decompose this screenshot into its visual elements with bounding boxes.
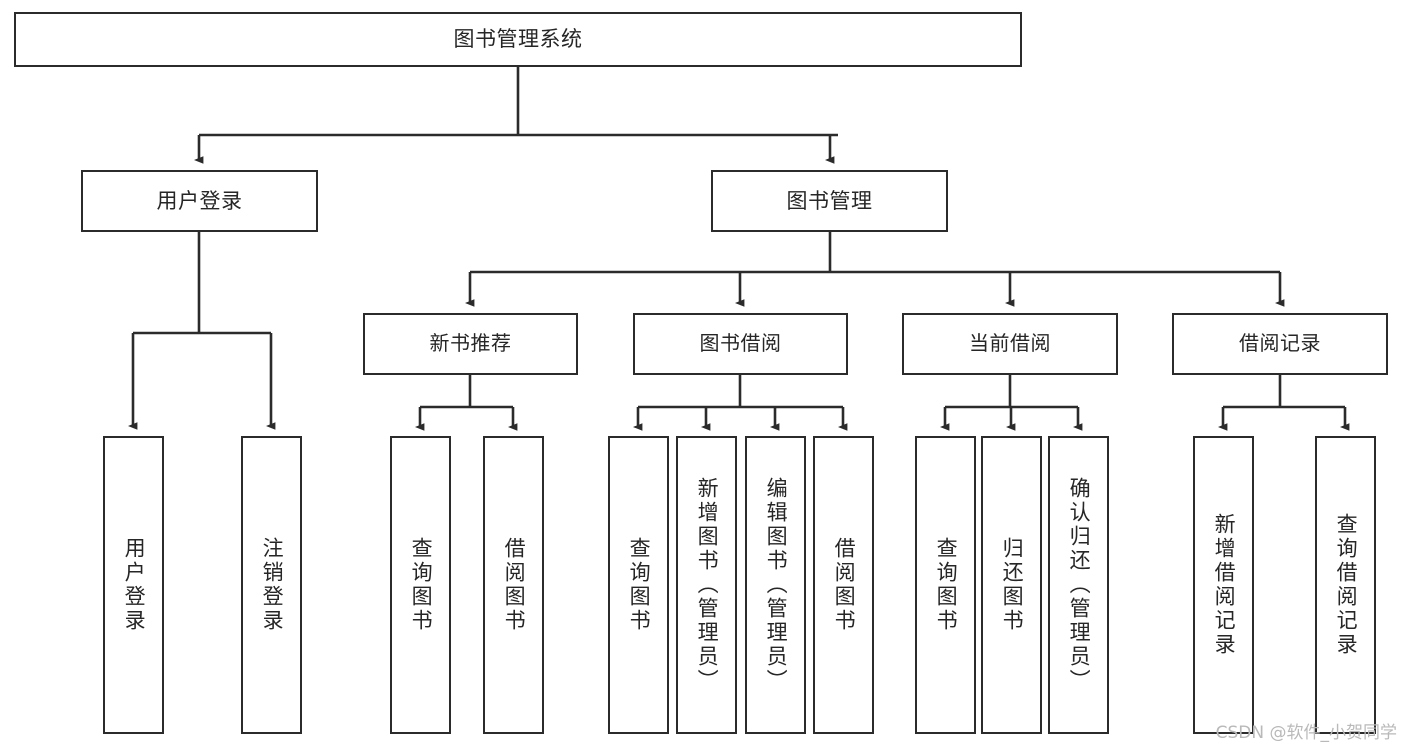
node-new-book-recommend-label: 新书推荐: [429, 331, 512, 356]
node-current-borrow[interactable]: 当前借阅: [902, 313, 1118, 375]
node-book-management-label: 图书管理: [786, 188, 873, 213]
node-leaf-borrow-book-1-label: 借阅图书: [502, 537, 527, 633]
node-leaf-query-book-1-label: 查询图书: [409, 537, 434, 633]
node-book-management[interactable]: 图书管理: [711, 170, 948, 232]
node-leaf-query-book-2[interactable]: 查询图书: [608, 436, 669, 734]
node-leaf-return-book-label: 归还图书: [1000, 537, 1025, 633]
node-leaf-confirm-return-admin[interactable]: 确认归还（管理员）: [1048, 436, 1109, 734]
node-leaf-borrow-book-1[interactable]: 借阅图书: [483, 436, 544, 734]
node-new-book-recommend[interactable]: 新书推荐: [363, 313, 578, 375]
node-leaf-query-book-2-label: 查询图书: [627, 537, 652, 633]
node-leaf-return-book[interactable]: 归还图书: [981, 436, 1042, 734]
node-leaf-add-book-admin-label: 新增图书（管理员）: [695, 477, 720, 693]
node-leaf-confirm-return-admin-label: 确认归还（管理员）: [1067, 477, 1092, 693]
node-root-system-label: 图书管理系统: [453, 27, 583, 52]
watermark-text: CSDN @软件_小贺同学: [1215, 723, 1397, 743]
node-leaf-query-book-3[interactable]: 查询图书: [915, 436, 976, 734]
node-root-system[interactable]: 图书管理系统: [14, 12, 1022, 67]
node-leaf-query-borrow-record[interactable]: 查询借阅记录: [1315, 436, 1376, 734]
node-leaf-logout-login-label: 注销登录: [260, 537, 285, 633]
node-leaf-add-book-admin[interactable]: 新增图书（管理员）: [676, 436, 737, 734]
node-leaf-edit-book-admin[interactable]: 编辑图书（管理员）: [745, 436, 806, 734]
node-leaf-query-book-3-label: 查询图书: [934, 537, 959, 633]
node-current-borrow-label: 当前借阅: [969, 331, 1051, 356]
node-leaf-user-login[interactable]: 用户登录: [103, 436, 164, 734]
node-leaf-edit-book-admin-label: 编辑图书（管理员）: [764, 477, 789, 693]
node-leaf-borrow-book-2-label: 借阅图书: [832, 537, 857, 633]
node-user-login-label: 用户登录: [156, 188, 243, 213]
node-book-borrow[interactable]: 图书借阅: [633, 313, 848, 375]
node-borrow-record[interactable]: 借阅记录: [1172, 313, 1388, 375]
node-book-borrow-label: 图书借阅: [699, 331, 782, 356]
node-leaf-query-book-1[interactable]: 查询图书: [390, 436, 451, 734]
node-leaf-add-borrow-record-label: 新增借阅记录: [1212, 513, 1237, 657]
node-borrow-record-label: 借阅记录: [1239, 331, 1321, 356]
node-leaf-borrow-book-2[interactable]: 借阅图书: [813, 436, 874, 734]
node-leaf-add-borrow-record[interactable]: 新增借阅记录: [1193, 436, 1254, 734]
node-leaf-user-login-label: 用户登录: [122, 537, 147, 633]
node-leaf-logout-login[interactable]: 注销登录: [241, 436, 302, 734]
node-user-login[interactable]: 用户登录: [81, 170, 318, 232]
node-leaf-query-borrow-record-label: 查询借阅记录: [1334, 513, 1359, 657]
